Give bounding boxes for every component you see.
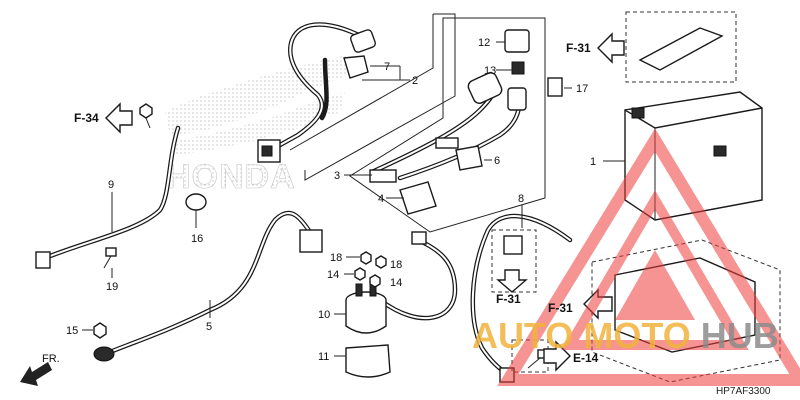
nut-18a [360, 251, 372, 265]
brand-part-auto: AUTO [472, 315, 573, 356]
callout-1: 1 [590, 156, 596, 168]
arrow-f31-mid [496, 269, 528, 293]
starter-relay [345, 283, 387, 334]
ref-e14: E-14 [573, 351, 599, 365]
wire-harness-group-outline [289, 13, 456, 181]
wire-harness-sub [257, 22, 376, 163]
front-direction-indicator: FR. [20, 353, 60, 386]
bolt-f34 [139, 103, 153, 129]
relay-cover [345, 344, 391, 378]
arrow-f34 [105, 102, 133, 134]
callout-10: 10 [318, 309, 330, 321]
bolt-19 [103, 247, 117, 269]
brand-part-moto: MOTO [583, 315, 690, 356]
leader-lines [82, 41, 625, 357]
callout-16: 16 [191, 233, 203, 245]
negative-cable [35, 125, 181, 269]
callout-14b: 14 [390, 277, 402, 289]
callout-11: 11 [318, 351, 329, 363]
sub-harness [369, 29, 530, 215]
ref-f31-top: F-31 [566, 41, 591, 55]
arrow-e14 [543, 340, 571, 372]
honda-wing-watermark: HONDA [165, 54, 360, 196]
callout-9: 9 [108, 179, 114, 191]
nut-15 [93, 322, 107, 339]
svg-text:AUTO MOTO HUB: AUTO MOTO HUB [472, 315, 779, 356]
fuse-clip [547, 77, 563, 97]
callout-17: 17 [576, 83, 588, 95]
callout-4: 4 [378, 193, 384, 205]
callout-18b: 18 [390, 259, 402, 271]
callout-19: 19 [106, 281, 118, 293]
wire-band [185, 193, 207, 211]
ref-f31-right: F-31 [548, 301, 573, 315]
callout-18a: 18 [330, 252, 342, 264]
callout-5: 5 [206, 321, 212, 333]
terminal-detail-box [491, 229, 537, 293]
callout-12: 12 [478, 37, 490, 49]
callout-7: 7 [384, 61, 390, 73]
ref-f34: F-34 [74, 111, 99, 125]
callout-2: 2 [412, 75, 418, 87]
honda-watermark-text: HONDA [166, 158, 296, 196]
callout-6: 6 [494, 155, 500, 167]
nut-18b [375, 255, 387, 269]
diagram-code: HP7AF3300 [716, 386, 771, 397]
callout-3: 3 [334, 170, 340, 182]
battery-band-box [625, 11, 737, 83]
brand-part-hub: HUB [701, 315, 779, 356]
starter-cable [93, 210, 323, 362]
relay-lead [377, 231, 458, 321]
ref-f31-mid: F-31 [496, 292, 521, 306]
callout-13: 13 [484, 65, 496, 77]
automotohub-brand-text: AUTO MOTO HUB [472, 315, 779, 356]
arrow-f31-top [597, 32, 625, 64]
callout-8: 8 [518, 193, 524, 205]
front-label: FR. [42, 353, 60, 365]
sub-harness-group-outline [349, 17, 546, 233]
automotohub-logo-watermark [497, 128, 800, 386]
callout-14a: 14 [327, 269, 339, 281]
callout-15: 15 [66, 325, 78, 337]
nut-14b [369, 274, 381, 288]
nut-14a [354, 267, 366, 281]
